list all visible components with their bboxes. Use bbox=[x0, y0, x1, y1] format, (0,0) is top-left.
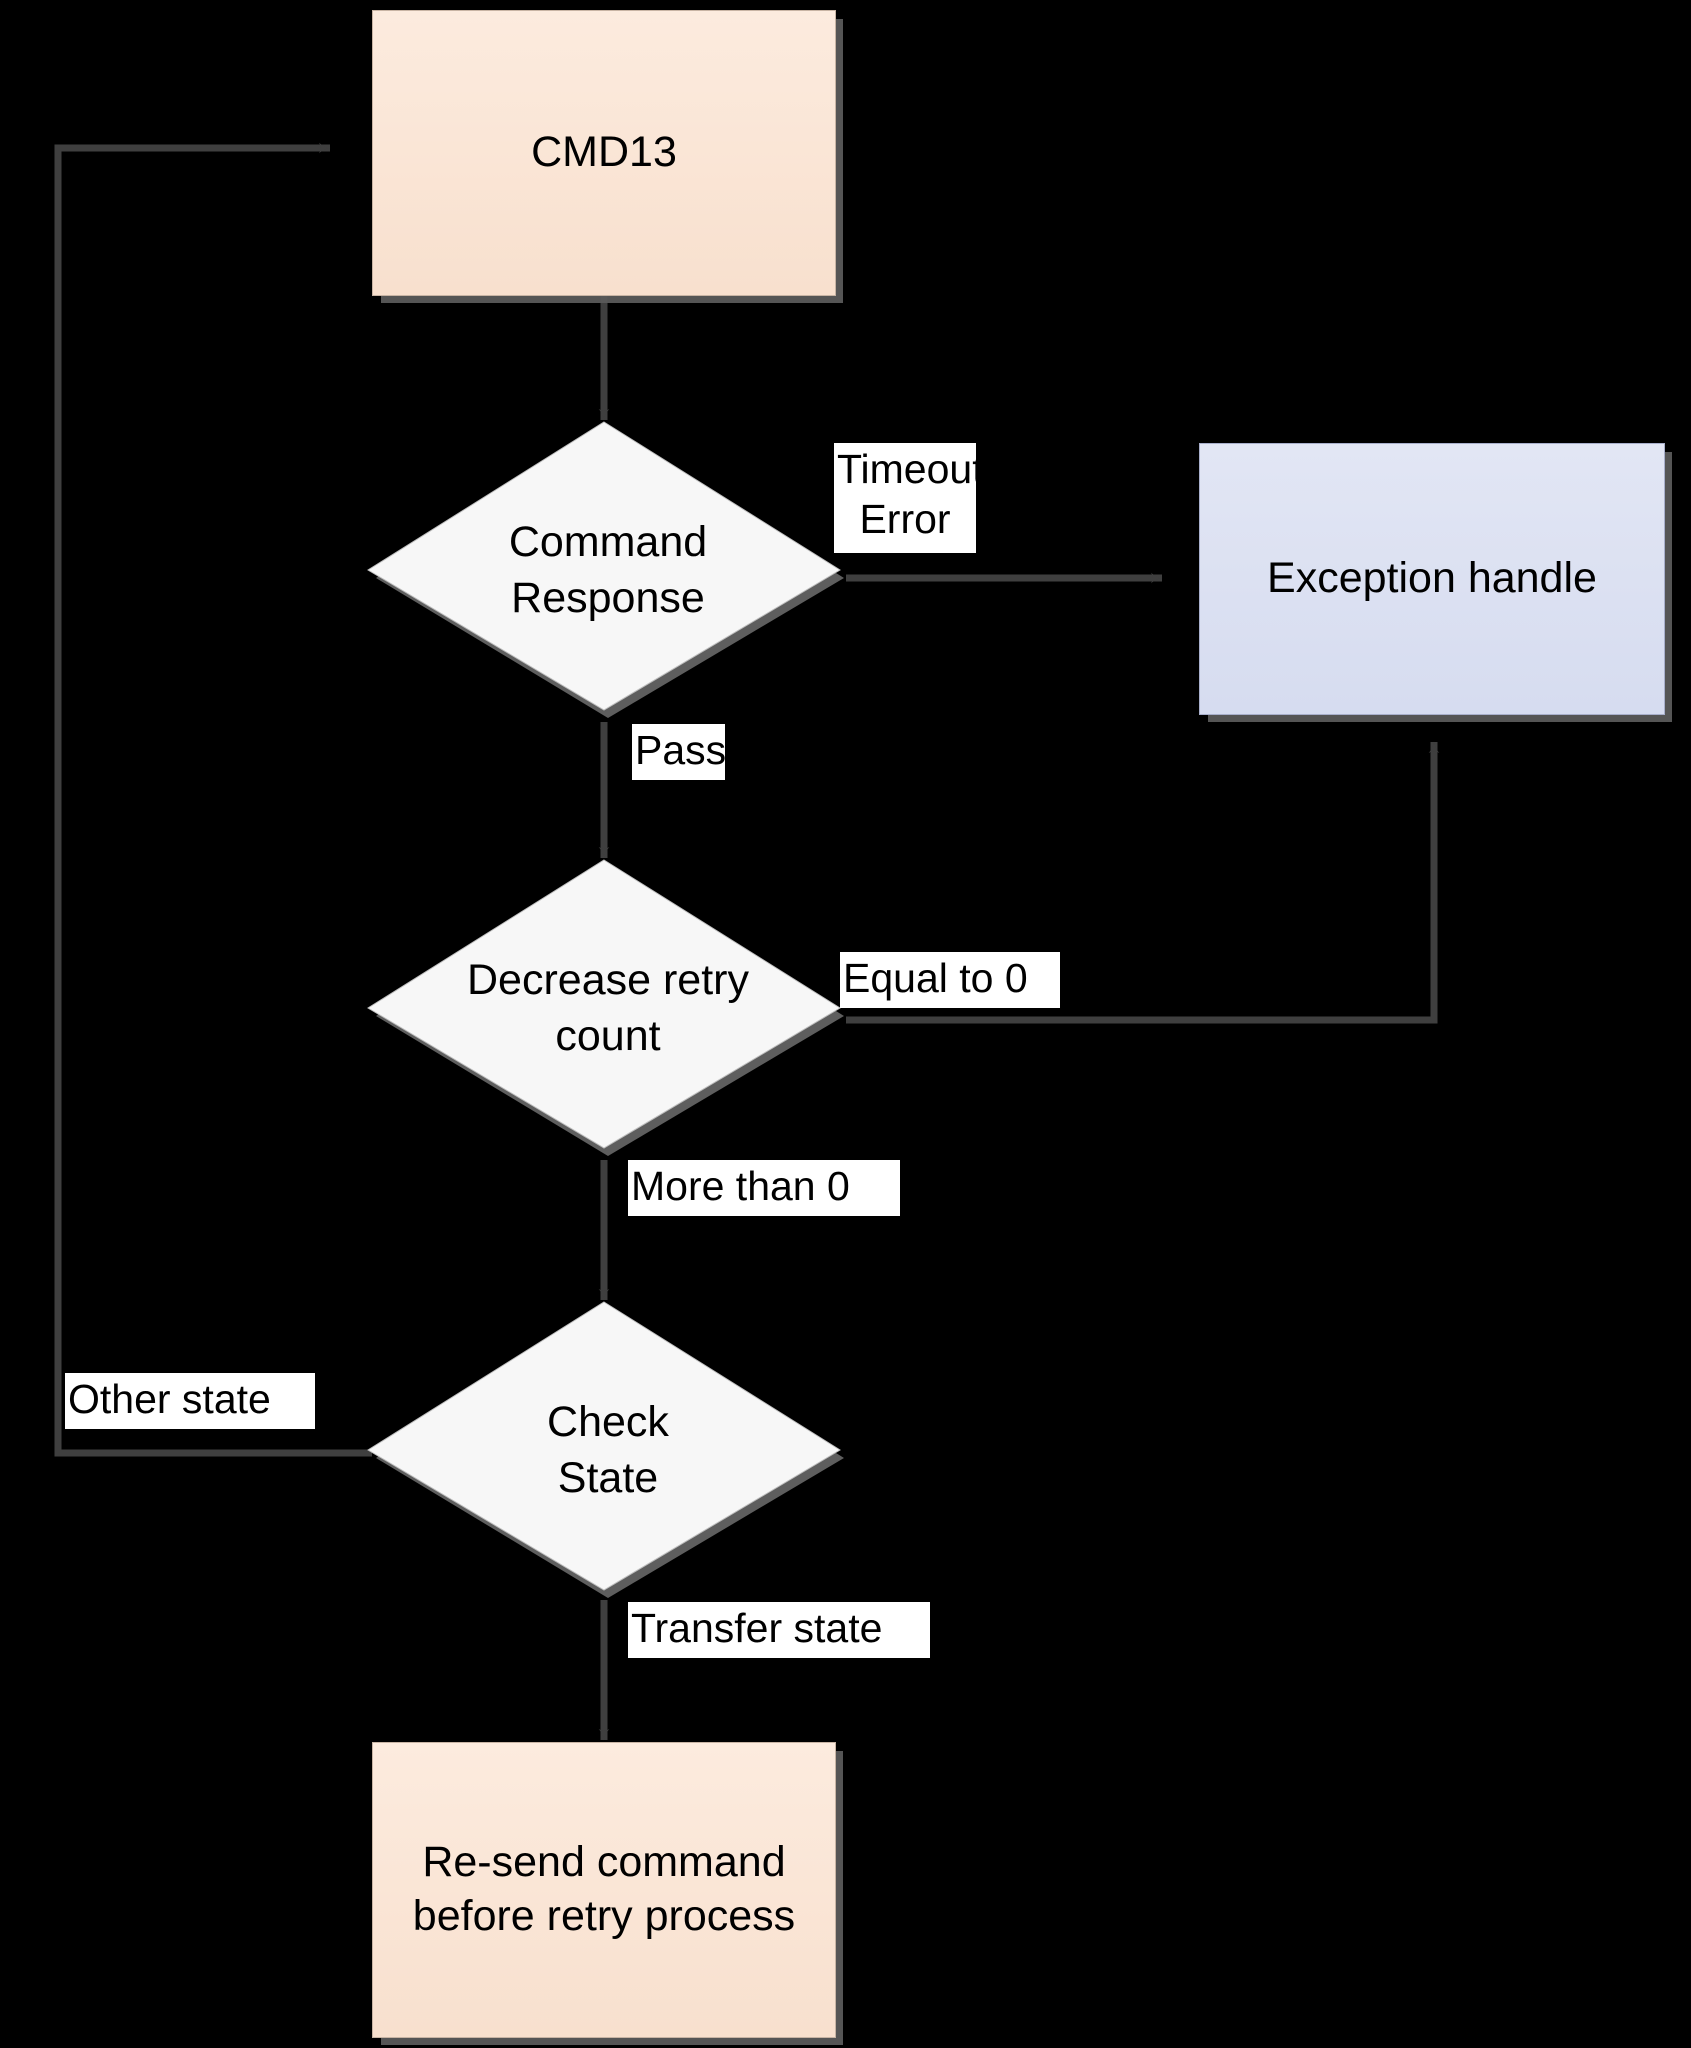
diamond-shape-check-state bbox=[367, 1301, 844, 1598]
edge-label-timeout-error: Timeout Error bbox=[834, 443, 984, 553]
node-decrease-retry-count-label: Decrease retry count bbox=[467, 956, 749, 1060]
node-resend-command[interactable]: Re-send command before retry process bbox=[372, 1742, 836, 2038]
node-exception-handle[interactable]: Exception handle bbox=[1199, 443, 1665, 715]
node-cmd13-label: CMD13 bbox=[531, 128, 677, 177]
node-exception-handle-label: Exception handle bbox=[1267, 554, 1597, 603]
diamond-shape-decrease-retry-count bbox=[367, 859, 844, 1156]
node-command-response-label: Command Response bbox=[508, 518, 708, 622]
edge-label-pass: Pass bbox=[632, 724, 726, 780]
edge-check-state-to-cmd13 bbox=[54, 142, 372, 1457]
node-decrease-retry-count[interactable]: Decrease retry count bbox=[362, 858, 854, 1160]
node-resend-command-label: Re-send command before retry process bbox=[412, 1838, 796, 1940]
edge-label-equal-to-0: Equal to 0 bbox=[840, 952, 1060, 1008]
node-cmd13[interactable]: CMD13 bbox=[372, 10, 836, 296]
node-check-state[interactable]: Check State bbox=[362, 1300, 854, 1602]
node-command-response[interactable]: Command Response bbox=[362, 420, 854, 722]
edge-label-transfer-state: Transfer state bbox=[628, 1602, 930, 1658]
node-check-state-label: Check State bbox=[547, 1398, 669, 1502]
edge-label-other-state: Other state bbox=[65, 1373, 315, 1429]
diamond-shape-command-response bbox=[367, 421, 844, 718]
edge-label-more-than-0: More than 0 bbox=[628, 1160, 900, 1216]
